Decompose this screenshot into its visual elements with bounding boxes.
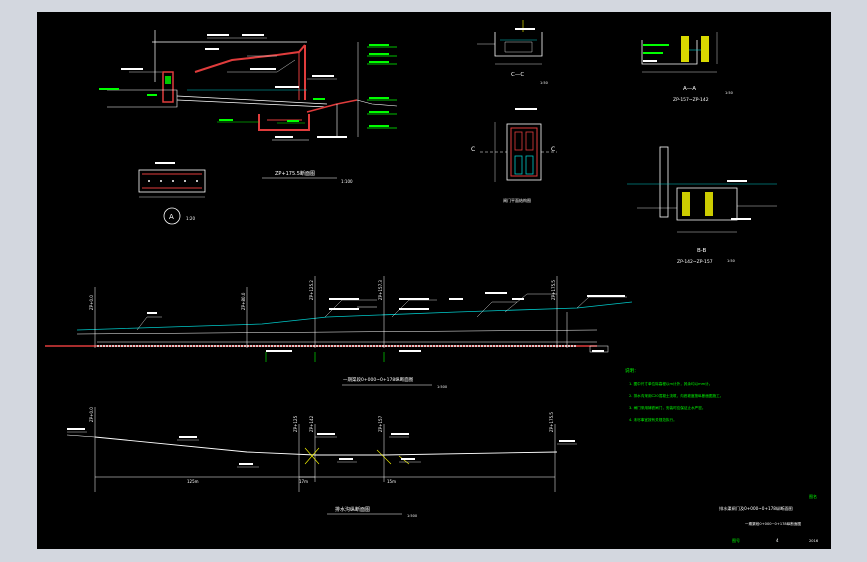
gate-plan-view: C C 闸门平面结构图 [471, 108, 557, 203]
long-section-scale: 1:500 [407, 514, 417, 518]
section-cc-title: C—C [511, 72, 524, 78]
station-label-1: ZP+0.0 [89, 295, 94, 310]
section-bb-title: B-B [697, 248, 707, 254]
detail-a: A 1:20 [138, 162, 206, 225]
notes-heading: 说明： [625, 367, 639, 374]
sheet-label: 图号 [732, 537, 740, 543]
station-label-5: ZP+175.5 [551, 280, 556, 300]
sheet-number: 4 [776, 538, 779, 543]
note-item-2: 2. 排水沟采用C20混凝土浇筑，沟底坡度按纵断面图施工。 [629, 393, 723, 398]
long-section-title: 排水沟纵断面图 [335, 506, 370, 513]
title-block-line1: 排水渠闸门及0+000~0+178纵断面图 [719, 505, 793, 512]
note-item-1: 1. 图中尺寸单位除高程以m计外，其余均以mm计。 [629, 381, 712, 386]
station-label-3: ZP+125.2 [309, 280, 314, 300]
title-block: 图名 排水渠闸门及0+000~0+178纵断面图 一期渠段0+000~0+178… [719, 493, 819, 543]
section-aa-title: A—A [683, 86, 696, 92]
drainage-long-section: ZP+0.0 ZP+125 ZP+142 ZP+157 ZP+175.5 125… [66, 407, 577, 518]
detail-a-scale: 1:20 [186, 216, 195, 221]
length-label-1: 125m [187, 479, 199, 484]
section-bb: B-B ZP-142~ZP-157 1:50 [627, 146, 777, 265]
detail-a-label: A [169, 213, 174, 221]
station-label-2: ZP+80.0 [241, 292, 246, 310]
drawing-date: 2016 [809, 539, 819, 543]
main-section-scale: 1:100 [341, 179, 353, 184]
long-station-2: ZP+125 [293, 415, 298, 432]
section-bb-subtitle: ZP-142~ZP-157 [677, 259, 713, 265]
main-section-title: ZP+175.5断面图 [275, 170, 315, 177]
long-station-1: ZP+0.0 [89, 407, 94, 422]
drawing-canvas: ZP+175.5断面图 1:100 A 1:20 [45, 20, 819, 543]
section-bb-scale: 1:50 [727, 259, 735, 263]
station-label-4: ZP+157.3 [378, 280, 383, 300]
profile-scale: 1:500 [437, 385, 447, 389]
plan-view-title: 闸门平面结构图 [503, 197, 531, 203]
length-label-2: 17m [299, 479, 308, 484]
note-item-4: 4. 未尽事宜按有关规范执行。 [629, 417, 677, 422]
section-aa-subtitle: ZP-157~ZP-142 [673, 97, 709, 103]
longitudinal-profile: ZP+0.0 ZP+80.0 ZP+125.2 ZP+157.3 ZP+175.… [45, 276, 633, 389]
section-aa: A—A ZP-157~ZP-142 1:50 [641, 32, 733, 103]
section-cc-scale: 1:50 [540, 81, 548, 85]
main-cross-section: ZP+175.5断面图 1:100 [99, 30, 398, 184]
cut-c-left: C [471, 146, 475, 153]
length-label-3: 15m [387, 479, 396, 484]
section-aa-scale: 1:50 [725, 91, 733, 95]
notes-block: 说明： 1. 图中尺寸单位除高程以m计外，其余均以mm计。 2. 排水沟采用C2… [625, 367, 723, 422]
cut-c-right: C [551, 146, 555, 153]
long-station-5: ZP+175.5 [549, 412, 554, 432]
section-cc: C—C 1:50 [477, 20, 548, 85]
title-block-line2: 一期渠段0+000~0+178纵断面图 [745, 521, 801, 526]
long-station-4: ZP+157 [378, 415, 383, 432]
drawing-sheet: ZP+175.5断面图 1:100 A 1:20 [37, 12, 831, 549]
profile-title: 一期渠段0+000~0+178纵断面图 [343, 376, 414, 383]
note-item-3: 3. 闸门采用铸铁闸门，安装时应保证止水严密。 [629, 405, 705, 410]
title-block-label: 图名 [809, 493, 817, 499]
long-station-3: ZP+142 [309, 415, 314, 432]
